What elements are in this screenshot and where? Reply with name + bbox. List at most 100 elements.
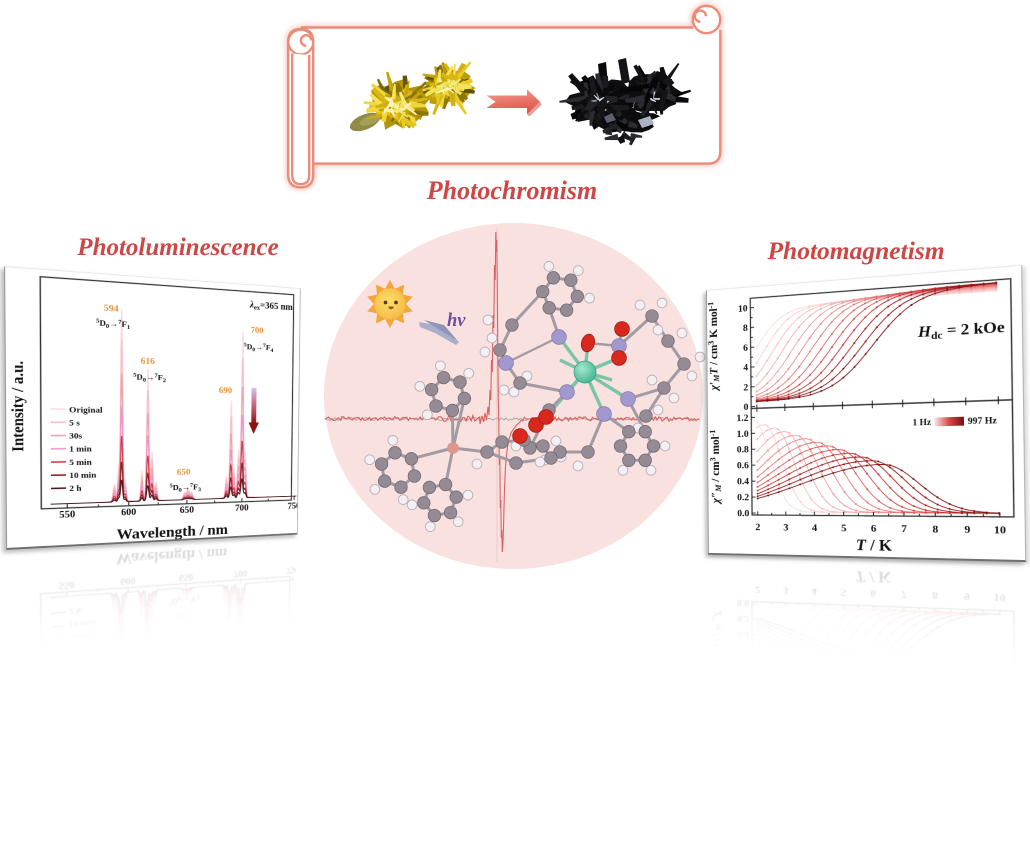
svg-text:0.0: 0.0 (737, 508, 749, 519)
svg-text:5D0→7F3: 5D0→7F3 (169, 593, 201, 607)
svg-text:6: 6 (871, 522, 878, 534)
svg-text:χ″M / cm3 mol-1: χ″M / cm3 mol-1 (708, 429, 723, 506)
svg-text:5D0→7F4: 5D0→7F4 (240, 725, 269, 740)
svg-text:594: 594 (103, 780, 117, 792)
svg-text:χ′MT / cm3 K mol-1: χ′MT / cm3 K mol-1 (709, 721, 724, 814)
svg-text:2 h: 2 h (69, 605, 82, 616)
svg-text:T / K: T / K (855, 568, 892, 587)
svg-text:9: 9 (964, 523, 970, 536)
svg-text:6: 6 (870, 588, 877, 600)
svg-text:650: 650 (180, 505, 195, 515)
svg-text:χ″M / cm3 mol-1: χ″M / cm3 mol-1 (709, 609, 724, 686)
svg-text:10 min: 10 min (69, 617, 97, 629)
svg-text:1 min: 1 min (69, 644, 92, 656)
svg-text:Intensity / a.u.: Intensity / a.u. (8, 653, 28, 746)
svg-text:700: 700 (246, 744, 259, 755)
svg-text:0.2: 0.2 (737, 492, 749, 502)
svg-text:9: 9 (964, 591, 971, 604)
svg-text:594: 594 (104, 304, 119, 314)
svg-text:0.2: 0.2 (737, 613, 749, 624)
svg-text:8: 8 (932, 522, 939, 535)
svg-text:hν: hν (447, 311, 466, 331)
svg-text:0: 0 (744, 402, 749, 413)
svg-text:1.2: 1.2 (738, 692, 750, 703)
svg-text:5D0→7F3: 5D0→7F3 (170, 482, 202, 494)
svg-text:0.4: 0.4 (737, 476, 749, 487)
svg-text:30s: 30s (69, 432, 82, 442)
svg-text:8: 8 (743, 323, 748, 334)
svg-text:997 Hz: 997 Hz (968, 416, 997, 427)
svg-text:2: 2 (745, 723, 750, 734)
svg-text:10: 10 (741, 802, 751, 814)
svg-text:4: 4 (811, 586, 817, 598)
svg-text:T / K: T / K (856, 535, 892, 554)
svg-text:1.0: 1.0 (738, 676, 750, 687)
svg-text:10: 10 (994, 592, 1006, 605)
svg-text:616: 616 (141, 357, 155, 367)
svg-text:700: 700 (251, 326, 264, 336)
svg-text:0: 0 (745, 703, 750, 714)
svg-text:7: 7 (901, 522, 908, 534)
svg-text:5 min: 5 min (69, 458, 92, 468)
svg-text:700: 700 (235, 503, 249, 513)
svg-text:8: 8 (932, 590, 939, 603)
svg-text:0.6: 0.6 (737, 460, 749, 471)
svg-text:6: 6 (746, 763, 751, 774)
svg-text:2: 2 (755, 521, 760, 533)
svg-text:Hdc = 2 kOe: Hdc = 2 kOe (921, 781, 1011, 809)
svg-text:616: 616 (139, 725, 153, 736)
svg-text:690: 690 (216, 688, 229, 699)
svg-text:5: 5 (841, 587, 847, 599)
svg-text:600: 600 (121, 507, 137, 518)
svg-text:700: 700 (234, 568, 248, 579)
svg-text:750: 750 (286, 564, 296, 575)
svg-text:650: 650 (177, 468, 191, 477)
svg-text:2: 2 (755, 584, 760, 596)
svg-text:690: 690 (219, 386, 232, 395)
svg-text:750: 750 (287, 501, 299, 511)
svg-text:5D0→7F2: 5D0→7F2 (133, 371, 166, 383)
svg-text:χ′MT / cm3 K mol-1: χ′MT / cm3 K mol-1 (707, 301, 722, 393)
svg-text:5D0→7F2: 5D0→7F2 (132, 707, 165, 723)
svg-text:1.2: 1.2 (736, 413, 748, 424)
svg-text:3: 3 (783, 585, 789, 597)
svg-text:0.4: 0.4 (737, 629, 749, 640)
svg-text:0.6: 0.6 (737, 645, 749, 656)
svg-text:6: 6 (743, 343, 748, 354)
svg-text:3: 3 (783, 521, 789, 533)
svg-text:10: 10 (994, 523, 1006, 536)
svg-text:0.8: 0.8 (737, 444, 749, 455)
svg-text:5: 5 (841, 522, 847, 534)
svg-text:5 s: 5 s (69, 672, 80, 683)
svg-text:5D0→7F1: 5D0→7F1 (96, 317, 131, 331)
svg-text:5D0→7F1: 5D0→7F1 (96, 763, 130, 780)
svg-text:997 Hz: 997 Hz (970, 699, 999, 711)
svg-text:7: 7 (901, 589, 908, 601)
svg-text:30s: 30s (69, 658, 82, 669)
svg-text:λex=365 nm: λex=365 nm (249, 300, 293, 313)
svg-text:0.0: 0.0 (737, 597, 749, 608)
svg-text:1 Hz: 1 Hz (915, 695, 934, 706)
svg-text:Wavelength / nm: Wavelength / nm (116, 545, 228, 568)
svg-text:λex=365 nm: λex=365 nm (244, 763, 286, 781)
svg-text:1 min: 1 min (69, 445, 92, 455)
svg-text:650: 650 (176, 610, 190, 621)
svg-text:550: 550 (59, 579, 76, 591)
svg-text:1 Hz: 1 Hz (913, 417, 932, 427)
svg-text:600: 600 (120, 575, 136, 587)
svg-text:Intensity / a.u.: Intensity / a.u. (7, 360, 27, 451)
svg-text:2: 2 (743, 382, 748, 393)
svg-text:10: 10 (738, 303, 748, 314)
svg-text:5 s: 5 s (69, 418, 80, 428)
svg-text:8: 8 (746, 783, 751, 794)
svg-text:Wavelength / nm: Wavelength / nm (117, 521, 229, 543)
svg-text:550: 550 (59, 509, 75, 520)
svg-text:2 h: 2 h (69, 484, 82, 494)
svg-text:1.0: 1.0 (737, 428, 749, 439)
svg-text:Original: Original (69, 405, 103, 415)
svg-text:4: 4 (745, 743, 750, 754)
svg-text:0.8: 0.8 (738, 661, 750, 672)
svg-text:5D0→7F4: 5D0→7F4 (244, 341, 274, 353)
svg-text:650: 650 (179, 571, 194, 582)
svg-text:4: 4 (743, 362, 748, 373)
